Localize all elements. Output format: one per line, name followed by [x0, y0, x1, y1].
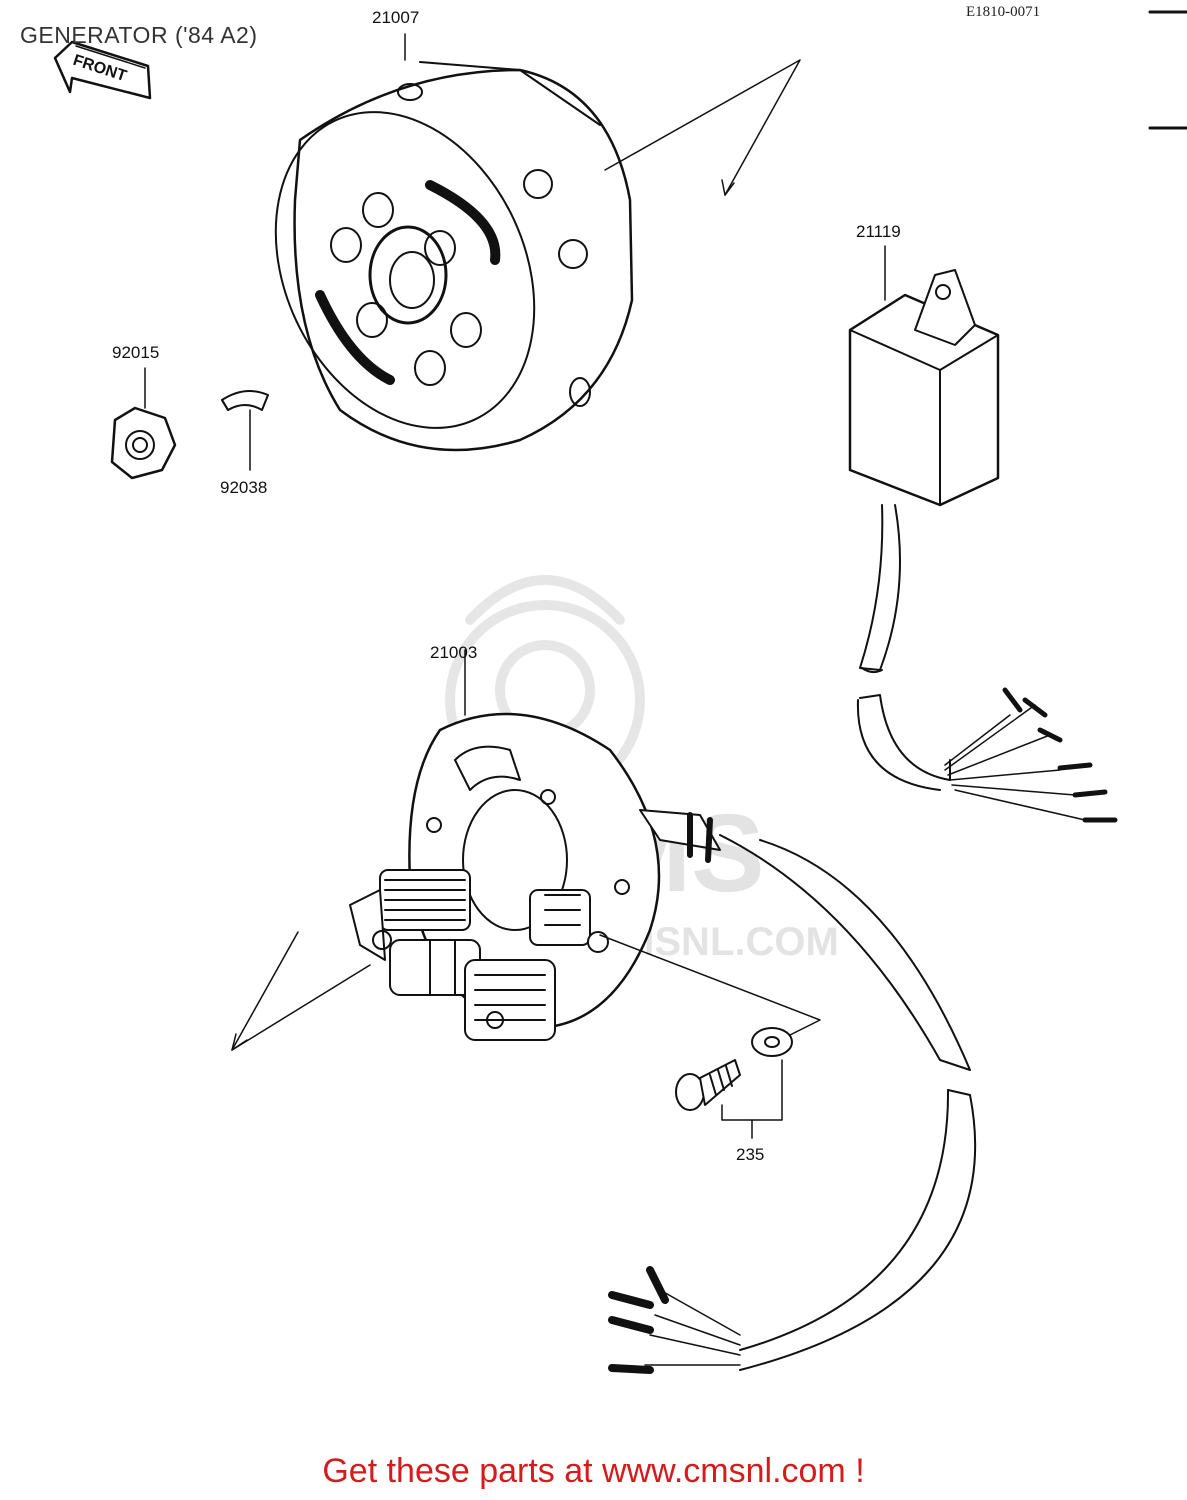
front-arrow-icon: [53, 40, 152, 100]
page-title: GENERATOR ('84 A2): [20, 22, 258, 48]
flywheel-drawing: [274, 33, 634, 452]
stator-leader-lines: [231, 931, 821, 1051]
part-number-21007: 21007: [372, 8, 420, 27]
page-edge-marks: [1148, 10, 1187, 130]
nut-drawing: [110, 367, 177, 480]
assembly-leader-lines: [604, 59, 801, 196]
part-number-92038: 92038: [220, 478, 268, 497]
part-number-21003: 21003: [430, 643, 478, 662]
part-number-92015: 92015: [112, 343, 160, 362]
screw-washer-drawing: [675, 1027, 793, 1139]
part-number-235: 235: [736, 1145, 765, 1164]
part-number-21119: 21119: [856, 222, 901, 241]
key-drawing: [221, 390, 269, 471]
drawing-code: E1810-0071: [966, 4, 1041, 20]
footer-link[interactable]: Get these parts at www.cmsnl.com !: [322, 1452, 865, 1490]
stator-drawing: [349, 649, 977, 1374]
ignition-coil-drawing: [848, 245, 1118, 823]
